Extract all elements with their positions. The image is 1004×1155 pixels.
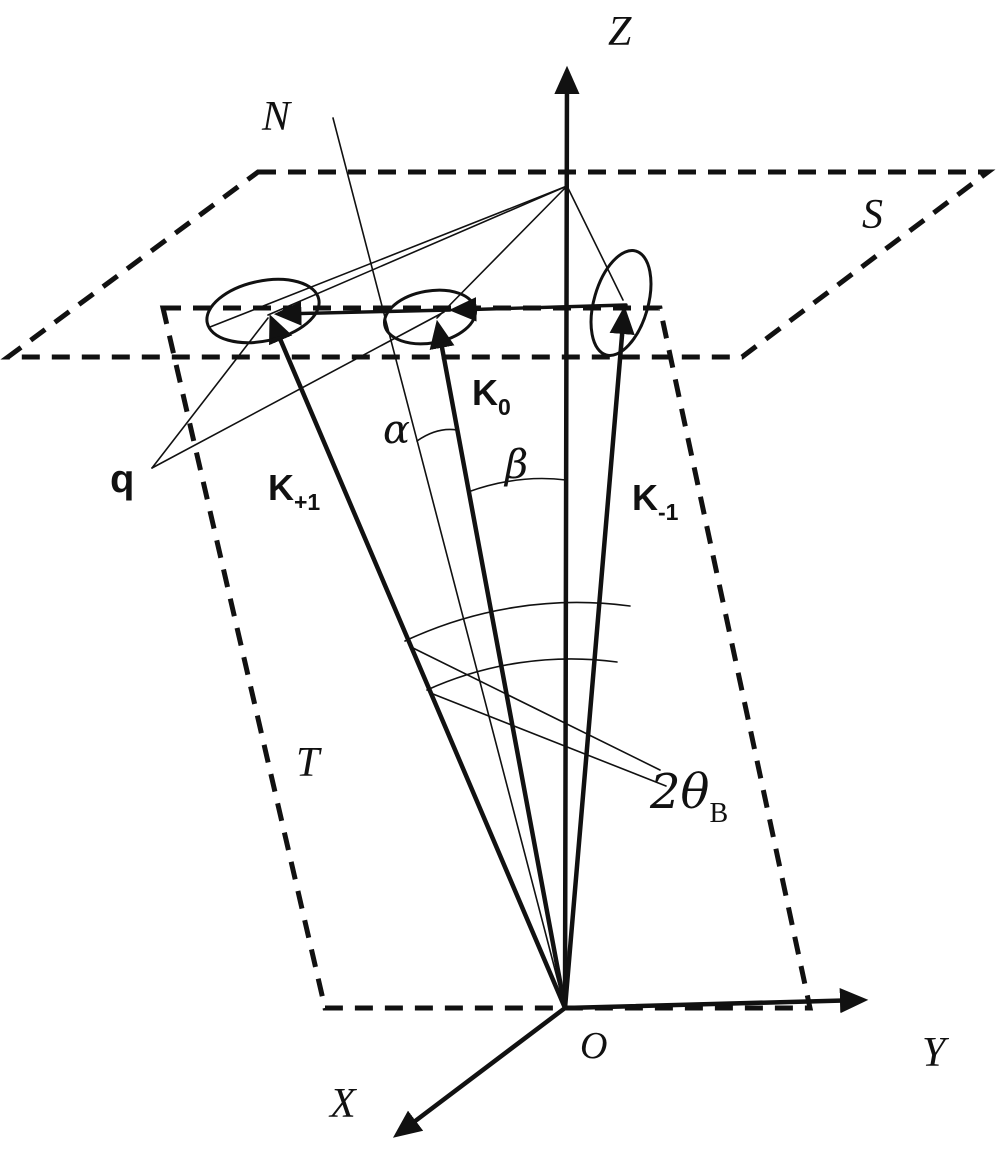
alpha-arc [416, 428, 458, 442]
grating-vector-arrow-2 [273, 301, 452, 326]
wave-vector-k0 [429, 319, 568, 1011]
projection-line-kminus-tip [566, 185, 624, 301]
bragg-angle-label: 2θB [649, 764, 728, 829]
y-axis-label: Y [922, 1030, 950, 1076]
bragg-arc-inner [426, 658, 618, 691]
plane-s-label: S [862, 192, 883, 238]
projection-line-kplus-tip [267, 185, 568, 316]
plane-s-outline [0, 169, 996, 360]
k-minus1-label: K-1 [632, 477, 679, 525]
beam-ellipse-0 [382, 288, 478, 346]
z-axis [554, 65, 580, 1011]
x-axis-label: X [328, 1081, 358, 1127]
x-axis [392, 1005, 568, 1138]
k-minus1-label-base: K [632, 477, 658, 518]
bragg-arc-outer [404, 601, 631, 642]
plane-t-outline [159, 305, 814, 1011]
projection-line-k0-tip [436, 185, 568, 319]
beta-arc [467, 477, 567, 493]
origin-label: O [580, 1025, 607, 1067]
k-minus1-label-sub: -1 [658, 499, 679, 525]
k0-label-sub: 0 [498, 394, 511, 420]
y-axis [562, 987, 869, 1014]
normal-line [332, 117, 566, 1009]
projection-line-left-edge [209, 185, 568, 328]
beam-ellipse-minus1 [589, 249, 653, 357]
k-plus1-label-base: K [268, 467, 294, 508]
grating-vector-arrow-1 [448, 297, 628, 322]
bragg-leader-line-lower [432, 693, 667, 787]
bragg-angle-label-sub: B [709, 798, 728, 829]
normal-label: N [261, 94, 292, 140]
bragg-angle-label-base: 2θ [649, 764, 710, 820]
alpha-label: α [383, 407, 410, 453]
plane-t-label: T [296, 740, 322, 786]
beam-ellipse-plus1 [205, 277, 321, 345]
grating-vector-label: q [110, 457, 134, 501]
wave-vector-k-plus1 [269, 314, 568, 1011]
k-plus1-label: K+1 [268, 467, 320, 515]
z-axis-label: Z [608, 9, 632, 55]
k-plus1-label-sub: +1 [294, 489, 320, 515]
bragg-leader-line-upper [412, 647, 661, 771]
beta-label: β [503, 442, 528, 488]
k0-label-base: K [472, 372, 498, 413]
k0-label: K0 [472, 372, 511, 420]
